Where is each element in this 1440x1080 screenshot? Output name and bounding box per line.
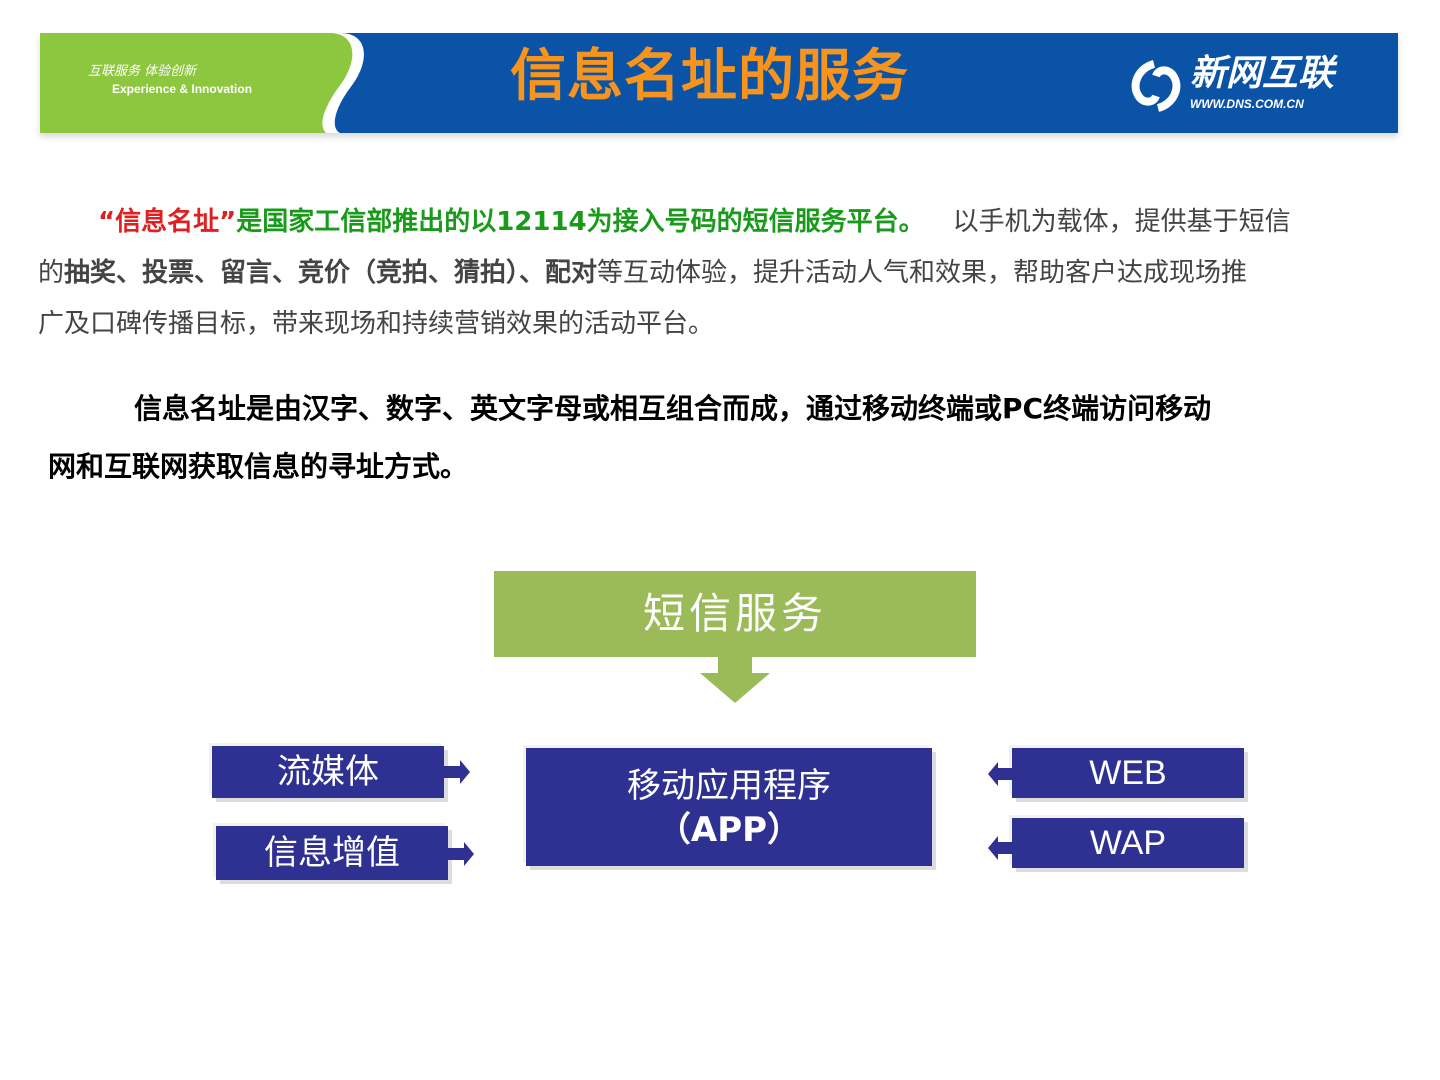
down-arrow-icon xyxy=(700,655,770,703)
arrow-left-icon xyxy=(988,836,1014,860)
logo-icon xyxy=(1131,60,1181,112)
tagline-en: Experience & Innovation xyxy=(112,82,253,96)
para1-line1: “信息名址”是国家工信部推出的以12114为接入号码的短信服务平台。以手机为载体… xyxy=(98,206,1291,238)
text: 等互动体验，提升活动人气和效果，帮助客户达成现场推 xyxy=(597,258,1248,288)
para1-line3: 广及口碑传播目标，带来现场和持续营销效果的活动平台。 xyxy=(38,309,715,339)
app-sublabel: （APP） xyxy=(656,810,802,850)
info-value-box: 信息增值 xyxy=(216,826,448,880)
tagline-cn: 互联服务 体验创新 xyxy=(88,64,197,79)
wap-box: WAP xyxy=(1012,818,1244,868)
text: 的 xyxy=(38,258,65,288)
bold-text: 抽奖、投票、留言、竞价（竞拍、猜拍）、配对 xyxy=(64,258,598,288)
arrow-right-icon xyxy=(444,760,470,784)
arrow-right-icon xyxy=(448,842,474,866)
logo-name: 新网互联 xyxy=(1190,53,1335,94)
app-label: 移动应用程序 xyxy=(627,766,831,806)
text: 以手机为载体，提供基于短信 xyxy=(952,207,1291,237)
para2-line1: 信息名址是由汉字、数字、英文字母或相互组合而成，通过移动终端或PC终端访问移动 xyxy=(134,392,1212,425)
page-title: 信息名址的服务 xyxy=(510,44,909,109)
app-box: 移动应用程序 （APP） xyxy=(526,748,932,866)
para1-line2: 的抽奖、投票、留言、竞价（竞拍、猜拍）、配对等互动体验，提升活动人气和效果，帮助… xyxy=(38,257,1247,289)
para2-line2: 网和互联网获取信息的寻址方式。 xyxy=(48,450,469,483)
highlight-quote: “信息名址” xyxy=(98,207,237,237)
logo-url: WWW.DNS.COM.CN xyxy=(1190,97,1304,111)
sms-service-box: 短信服务 xyxy=(494,571,976,657)
web-box: WEB xyxy=(1012,748,1244,798)
header-green-wave xyxy=(40,33,364,133)
streaming-box: 流媒体 xyxy=(212,746,444,798)
arrow-left-icon xyxy=(988,762,1014,786)
highlight-green: 是国家工信部推出的以12114为接入号码的短信服务平台。 xyxy=(236,207,925,237)
